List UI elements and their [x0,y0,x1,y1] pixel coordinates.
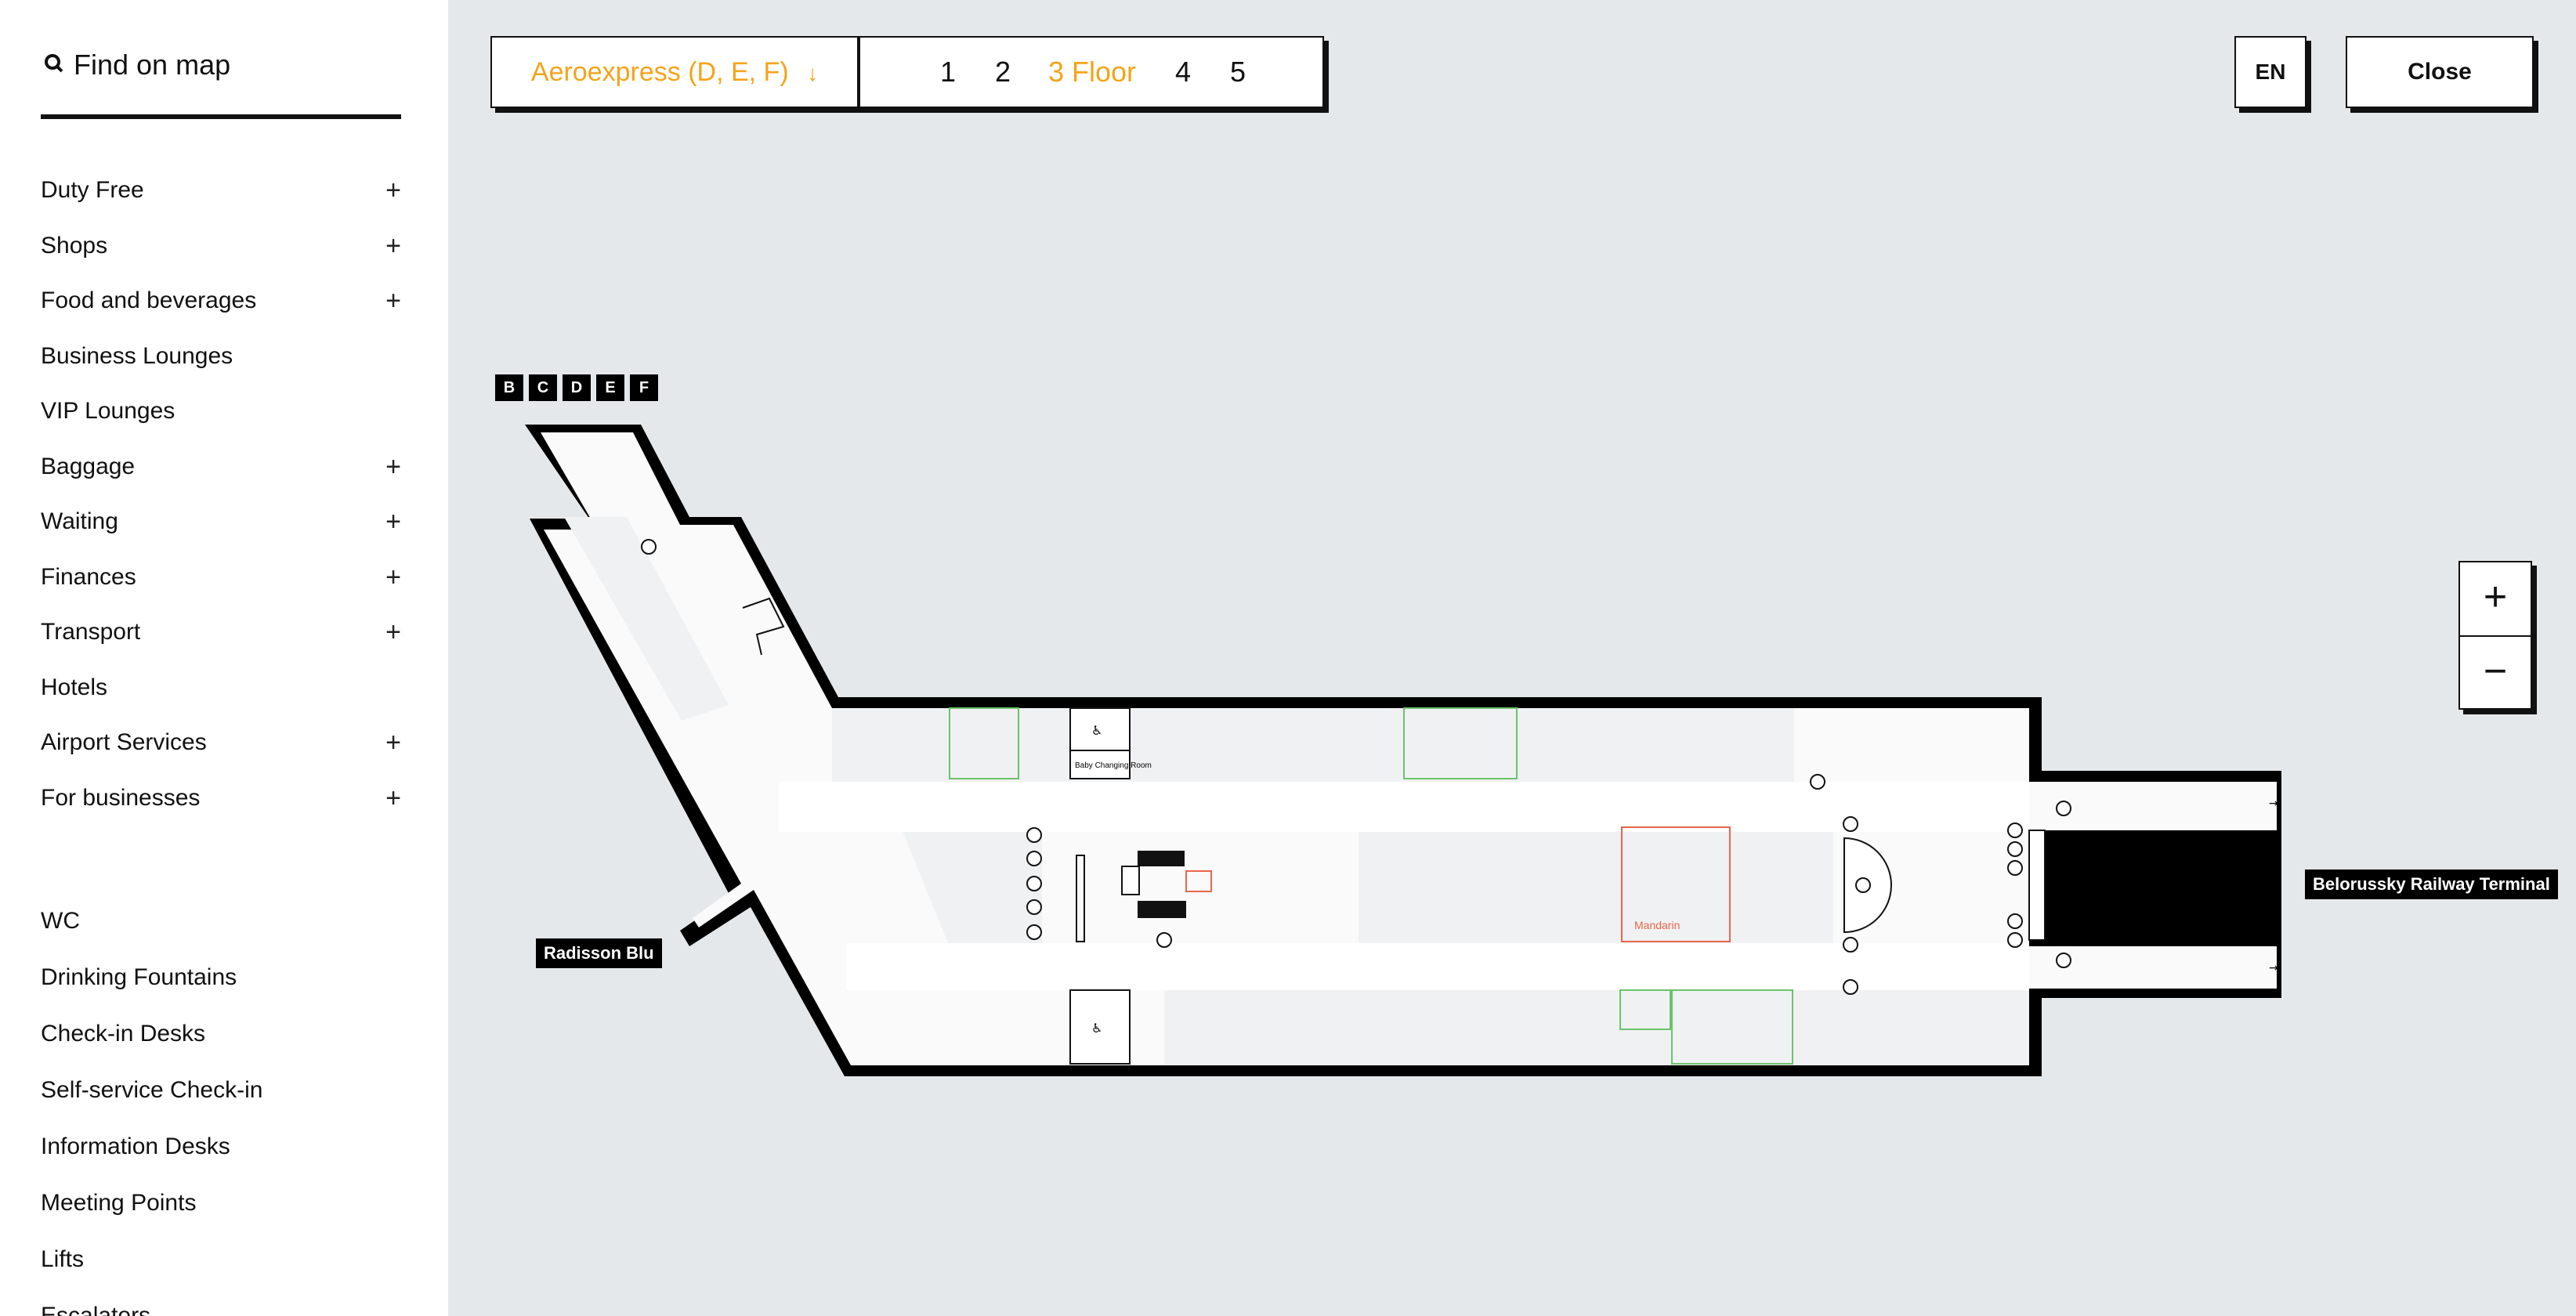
booth [742,597,785,656]
close-button[interactable]: Close [2346,36,2534,108]
plus-icon[interactable]: + [385,562,401,592]
zone-shade [1359,827,1833,943]
amenity-item-drinking-fountains[interactable]: Drinking Fountains [41,964,237,990]
mandarin-label: Mandarin [1634,919,1680,931]
search-icon [45,54,63,73]
amenity-item-meeting-points[interactable]: Meeting Points [41,1190,197,1216]
amenity-item-check-in-desks[interactable]: Check-in Desks [41,1021,206,1047]
terminal-selector[interactable]: Aeroexpress (D, E, F) ↓ [490,36,859,108]
floor-selector: 1 2 3 Floor 4 5 [859,36,1324,108]
category-item-hotels[interactable]: Hotels [41,660,401,716]
category-item-business-lounges[interactable]: Business Lounges [41,329,401,385]
sidebar: Duty Free + Shops + Food and beverages + Busin… [0,0,448,1316]
category-item-finances[interactable]: Finances + [41,550,401,606]
category-label: VIP Lounges [41,398,175,424]
shop-outline[interactable] [949,707,1019,779]
shop-outline[interactable] [1619,989,1671,1030]
amenity-item-escalators[interactable]: Escalators [41,1303,151,1316]
plus-icon[interactable]: + [385,783,401,813]
amenity-item-information-desks[interactable]: Information Desks [41,1133,230,1159]
category-label: Hotels [41,674,108,700]
gate-tag-d[interactable]: D [563,374,591,401]
category-label: Duty Free [41,177,144,203]
category-item-transport[interactable]: Transport + [41,605,401,660]
food-outline[interactable] [1185,870,1212,892]
walkway [779,782,2029,832]
amenity-item-self-service-check-in[interactable]: Self-service Check-in [41,1077,263,1103]
gate-door [2028,830,2046,941]
plus-icon[interactable]: + [385,286,401,316]
floor-4[interactable]: 4 [1175,56,1192,88]
zoom-controls: + − [2458,561,2532,710]
wc-block[interactable] [1069,707,1131,779]
floor-3[interactable]: 3 Floor [1048,56,1137,88]
category-item-baggage[interactable]: Baggage + [41,439,401,495]
category-item-airport-services[interactable]: Airport Services + [41,715,401,771]
zone-shade [1164,990,2029,1065]
category-label: Waiting [41,508,118,534]
exit-arrow-icon: → [2269,962,2278,974]
zone-shade [901,827,1042,943]
category-item-for-businesses[interactable]: For businesses + [41,771,401,826]
wc-icon: ♿︎ [1091,723,1102,738]
category-item-food-and-beverages[interactable]: Food and beverages + [41,273,401,329]
floor-1[interactable]: 1 [940,56,957,88]
language-button[interactable]: EN [2234,36,2306,108]
exit-arrow-icon: → [2269,797,2278,810]
gate-tag-c[interactable]: C [529,374,557,401]
shop-outline[interactable] [1671,989,1793,1065]
category-label: Baggage [41,453,136,479]
amenity-item-wc[interactable]: WC [41,908,80,934]
zoom-in-button[interactable]: + [2460,562,2531,637]
kiosk [1138,851,1185,866]
baby-changing-label: Baby Changing Room [1075,761,1152,770]
gate-tag-e[interactable]: E [596,374,624,401]
amenity-item-lifts[interactable]: Lifts [41,1246,85,1272]
category-item-shops[interactable]: Shops + [41,219,401,274]
category-label: Finances [41,563,136,590]
category-label: Shops [41,232,108,258]
floor-5[interactable]: 5 [1230,56,1246,88]
floor-2[interactable]: 2 [995,56,1011,88]
zone-shade [1164,708,1794,782]
category-item-vip-lounges[interactable]: VIP Lounges [41,384,401,439]
search-input[interactable] [72,41,389,89]
category-label: Food and beverages [41,287,257,313]
kiosk [1138,901,1186,918]
plus-icon[interactable]: + [385,507,401,537]
terminal-label: Aeroexpress (D, E, F) [530,57,789,87]
plus-icon[interactable]: + [385,230,401,261]
zone-shade [564,517,729,721]
plus-icon[interactable]: + [385,451,401,482]
info-icon [1855,877,1871,893]
plus-icon[interactable]: + [385,728,401,757]
plus-icon[interactable]: + [385,617,401,647]
search-bar[interactable] [41,36,401,119]
category-label: Business Lounges [41,342,233,369]
shop-outline[interactable] [1403,707,1518,779]
radisson-label[interactable]: Radisson Blu [536,938,662,968]
zoom-out-button[interactable]: − [2483,649,2508,694]
belorussky-label[interactable]: Belorussky Railway Terminal [2305,870,2558,899]
category-menu: Duty Free + Shops + Food and beverages + Busin… [41,163,401,826]
plus-icon[interactable]: + [385,175,401,205]
category-label: Transport [41,619,141,645]
kiosk [1121,866,1140,895]
gate-tag-f[interactable]: F [630,374,658,401]
walkway [846,943,2029,990]
kiosk [1076,855,1085,942]
category-label: For businesses [41,784,201,811]
arrow-down-icon: ↓ [807,61,819,85]
service-icons [641,539,2071,995]
mandarin-outline[interactable] [1621,826,1731,942]
wc-block[interactable] [1069,989,1131,1065]
category-label: Airport Services [41,729,207,755]
category-item-duty-free[interactable]: Duty Free + [41,163,401,219]
gate-tag-b[interactable]: B [495,374,523,401]
category-item-waiting[interactable]: Waiting + [41,494,401,550]
wc-icon: ♿︎ [1091,1021,1102,1036]
